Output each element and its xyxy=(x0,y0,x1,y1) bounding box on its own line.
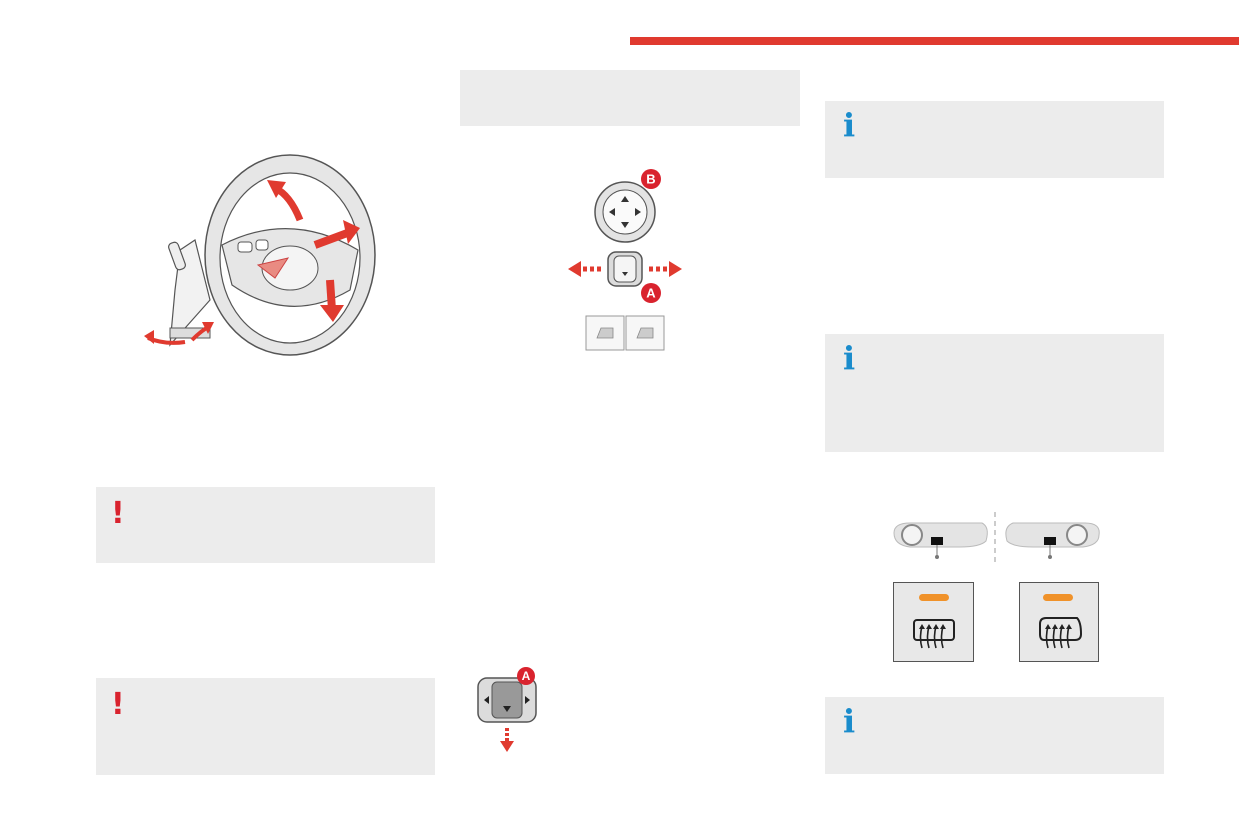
svg-text:B: B xyxy=(646,172,655,187)
warning-icon: ! xyxy=(111,496,125,531)
warning-notice: ! xyxy=(96,678,435,775)
info-icon: i xyxy=(843,106,856,144)
divider-dashed xyxy=(994,512,996,562)
heated-rear-window-button-icon xyxy=(893,582,974,662)
steering-wheel-adjustment-icon xyxy=(144,154,376,356)
warning-notice: ! xyxy=(96,487,435,563)
callout-badge-a: A xyxy=(641,283,661,303)
info-icon: i xyxy=(843,339,856,377)
info-notice: i xyxy=(825,334,1164,452)
header-accent-bar xyxy=(630,37,1239,45)
heated-windscreen-button-icon xyxy=(1019,582,1099,662)
svg-text:A: A xyxy=(646,286,656,301)
section-heading-box xyxy=(460,70,800,126)
info-notice: i xyxy=(825,697,1164,774)
warning-icon: ! xyxy=(111,687,125,722)
callout-badge-b: B xyxy=(641,169,661,189)
callout-badge-a: A xyxy=(517,667,535,685)
dashboard-lhd-icon xyxy=(893,522,988,559)
info-icon: i xyxy=(843,702,856,740)
mirror-fold-control-icon xyxy=(477,677,537,752)
svg-text:A: A xyxy=(522,669,531,683)
info-notice: i xyxy=(825,101,1164,178)
dashboard-rhd-icon xyxy=(1005,522,1100,559)
mirror-adjust-control-icon xyxy=(568,181,682,351)
